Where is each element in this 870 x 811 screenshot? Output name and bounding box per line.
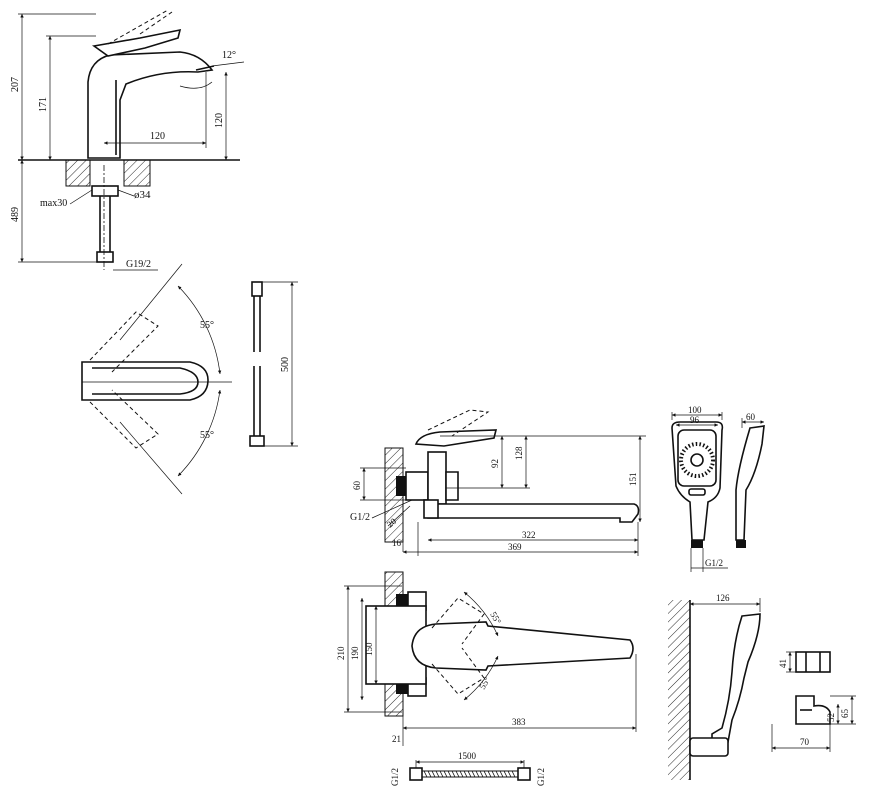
dim-top-150: 150 (364, 642, 374, 656)
supply-hose-drawing: 500 (249, 281, 298, 447)
dim-bath-369: 369 (508, 542, 522, 552)
dim-holder-52: 52 (826, 713, 836, 722)
dim-max-counter: max30 (40, 198, 67, 209)
dim-bath-60: 60 (352, 481, 362, 491)
basin-mixer-side-view: 207 171 120 120 12° 489 max30 ø34 G19/2 (10, 9, 245, 271)
dim-top-190: 190 (350, 646, 360, 660)
dim-wall-126: 126 (716, 593, 730, 603)
dim-bath-322: 322 (522, 530, 536, 540)
hand-shower-front-view: 100 96 G1/2 (671, 405, 728, 572)
dim-bath-thread: G1/2 (350, 512, 370, 523)
dim-supply-hose-length: 500 (280, 357, 291, 372)
basin-mixer-top-view: 55° 55° (81, 263, 232, 495)
dim-bath-151: 151 (628, 473, 638, 487)
dim-shower-96: 96 (690, 415, 700, 425)
dim-shower-depth: 60 (746, 412, 756, 422)
dim-shower-thread: G1/2 (705, 558, 723, 568)
dim-bath-16: 16 (392, 538, 402, 548)
bath-mixer-side-view: 92 128 151 60 G1/2 20 16 322 369 (350, 409, 646, 556)
dim-spout-height: 120 (214, 113, 225, 128)
angle-upper-bath: 55° (488, 610, 503, 626)
angle-lower-bath: 55° (477, 675, 492, 691)
dim-hole-diameter: ø34 (134, 189, 151, 201)
dim-bath-128: 128 (514, 446, 524, 460)
dim-spout-reach: 120 (150, 131, 165, 142)
holder-detail: 41 52 65 70 (771, 651, 856, 752)
dim-top-21: 21 (392, 734, 401, 744)
dim-holder-70: 70 (800, 737, 810, 747)
hose-thread-left: G1/2 (390, 768, 400, 786)
hose-thread-right: G1/2 (536, 768, 546, 786)
dim-under-counter: 489 (10, 207, 21, 222)
dim-thread-basin: G19/2 (126, 259, 151, 270)
dim-bath-92: 92 (490, 459, 500, 468)
dim-hose-length: 1500 (458, 751, 477, 761)
dim-top-383: 383 (512, 717, 526, 727)
angle-lower-basin: 55° (200, 430, 214, 441)
wall-shower-view: 126 (668, 593, 761, 780)
dim-holder-41: 41 (778, 659, 788, 668)
hand-shower-side-view: 60 (735, 412, 765, 548)
bath-mixer-top-view: 210 190 150 55° 55° 383 21 (336, 571, 637, 746)
dim-shower-100: 100 (688, 405, 702, 415)
dim-total-height: 207 (10, 77, 21, 92)
dim-holder-65: 65 (840, 709, 850, 719)
dim-body-height: 171 (38, 97, 49, 112)
shower-hose-drawing: 1500 G1/2 G1/2 (390, 751, 546, 786)
dim-spout-angle: 12° (222, 50, 236, 61)
spray-face-icon (679, 442, 715, 478)
dim-top-210: 210 (336, 646, 346, 660)
angle-upper-basin: 55° (200, 320, 214, 331)
